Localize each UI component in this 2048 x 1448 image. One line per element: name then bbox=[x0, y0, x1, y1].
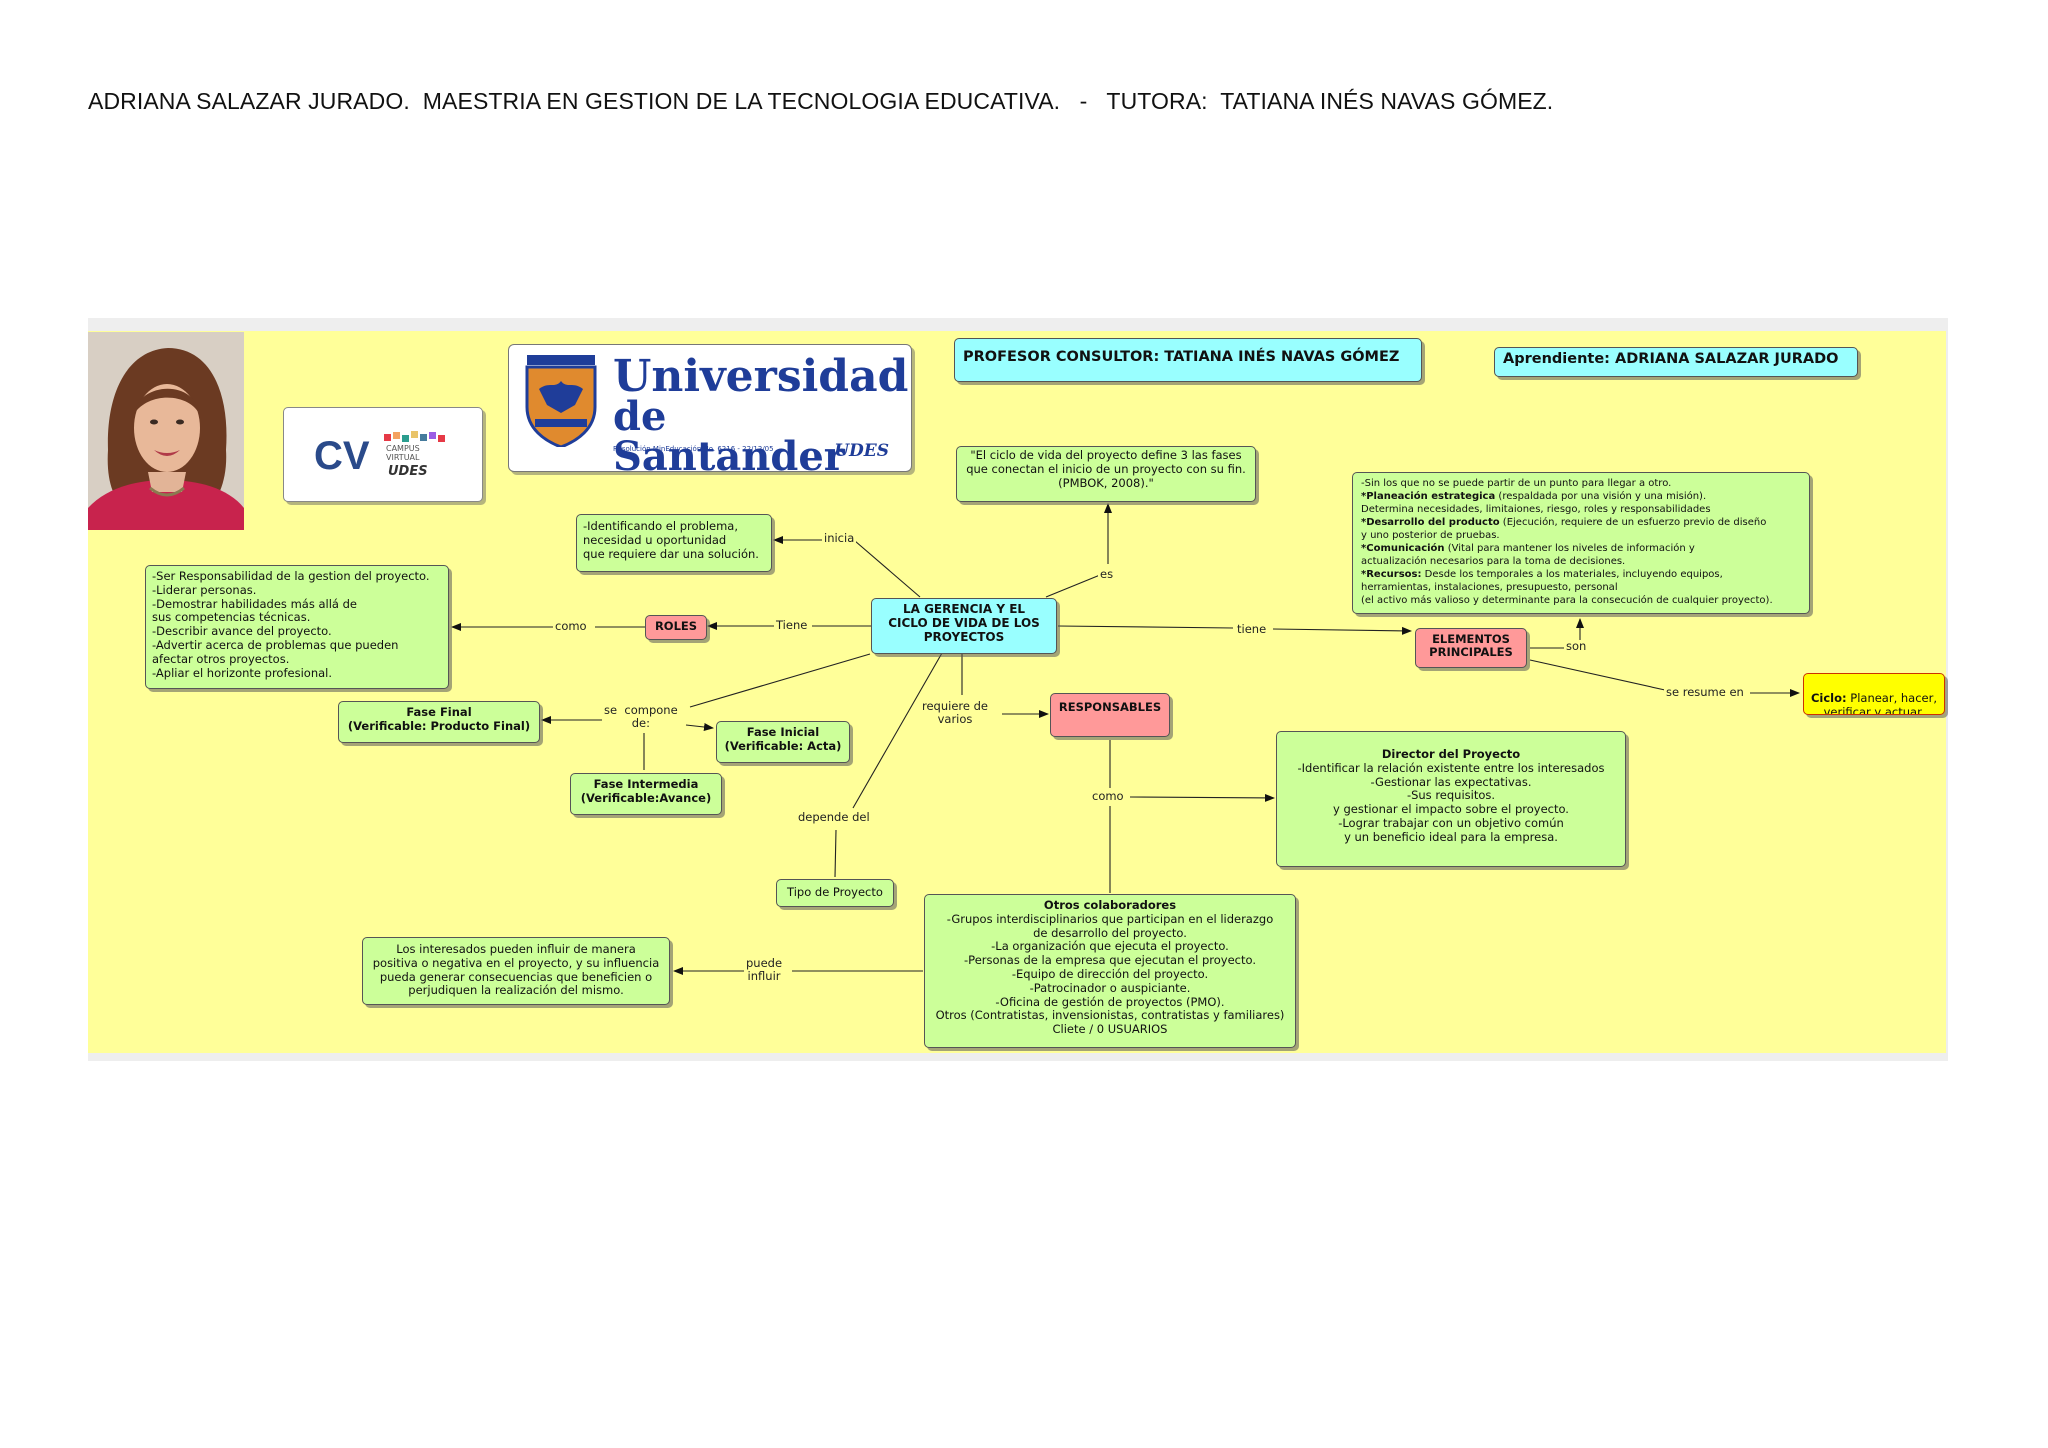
university-name-line1: Universidad bbox=[613, 351, 909, 402]
elementos-intro: -Sin los que no se puede partir de un pu… bbox=[1361, 478, 1672, 489]
edge-central-inicia bbox=[854, 540, 921, 598]
director-title: Director del Proyecto bbox=[1381, 747, 1521, 761]
edge-compone-inicial bbox=[685, 723, 714, 731]
edge-central-depende bbox=[852, 652, 943, 809]
roles-node: ROLES bbox=[645, 615, 707, 640]
cv-logo-udes: UDES bbox=[388, 464, 428, 479]
elementos-line-8: herramientas, instalaciones, presupuesto… bbox=[1361, 582, 1618, 593]
edge-depende-tipo bbox=[834, 829, 837, 878]
edge-como-director bbox=[1129, 793, 1275, 802]
director-proyecto-node: Director del Proyecto -Identificar la re… bbox=[1276, 731, 1626, 867]
universidad-santander-logo: Universidad de Santander Resolución MinE… bbox=[508, 344, 912, 477]
otros-colaboradores-node: Otros colaboradores -Grupos interdiscipl… bbox=[924, 894, 1296, 1048]
page-header: ADRIANA SALAZAR JURADO. MAESTRIA EN GEST… bbox=[88, 88, 1554, 114]
identificando-node: -Identificando el problema, necesidad u … bbox=[576, 514, 772, 572]
university-shield-icon bbox=[525, 355, 597, 447]
otros-title: Otros colaboradores bbox=[1043, 898, 1177, 912]
link-label-se-compone: se compone de: bbox=[602, 703, 680, 730]
edge-central-compone bbox=[689, 653, 871, 708]
link-label-inicia: inicia bbox=[822, 531, 857, 545]
pmbok-quote-node: "El ciclo de vida del proyecto define 3 … bbox=[956, 446, 1256, 502]
profesor-consultor-box: PROFESOR CONSULTOR: TATIANA INÉS NAVAS G… bbox=[954, 338, 1422, 382]
fase-final-node: Fase Final (Verificable: Producto Final) bbox=[338, 701, 540, 743]
elementos-line-2: Determina necesidades, limitaiones, ries… bbox=[1361, 504, 1711, 515]
elementos-line-1: *Planeación estrategica (respaldada por … bbox=[1361, 491, 1707, 502]
cv-logo-letters: CV bbox=[314, 434, 370, 478]
campus-virtual-logo: CV CAMPUS VIRTUAL UDES bbox=[283, 407, 483, 502]
elementos-line-6: actualización necesarios para la toma de… bbox=[1361, 556, 1626, 567]
elementos-line-9: (el activo más valioso y determinante pa… bbox=[1361, 595, 1773, 606]
link-label-requiere: requiere de varios bbox=[920, 699, 990, 726]
link-label-como-roles: como bbox=[553, 619, 589, 633]
elementos-line-7: *Recursos: Desde los temporales a los ma… bbox=[1361, 569, 1723, 580]
ciclo-node: Ciclo: Planear, hacer, verificar y actua… bbox=[1803, 673, 1945, 715]
roles-description-node: -Ser Responsabilidad de la gestion del p… bbox=[145, 565, 449, 689]
ciclo-term: Ciclo: bbox=[1810, 690, 1847, 705]
elementos-line-5: *Comunicación (Vital para mantener los n… bbox=[1361, 543, 1695, 554]
edge-tiene-elementos bbox=[1272, 626, 1412, 635]
otros-body: -Grupos interdisciplinarios que particip… bbox=[935, 911, 1285, 1037]
tipo-proyecto-node: Tipo de Proyecto bbox=[776, 879, 894, 907]
link-label-puede-influir: puede influir bbox=[744, 956, 785, 983]
link-label-depende: depende del bbox=[796, 810, 872, 824]
university-short-name: UDES bbox=[834, 441, 889, 461]
author-photo bbox=[88, 332, 244, 530]
cv-logo-pixels bbox=[384, 431, 445, 442]
responsables-node: RESPONSABLES bbox=[1050, 693, 1170, 737]
link-label-se-resume: se resume en bbox=[1664, 685, 1746, 699]
link-label-tiene-left: Tiene bbox=[774, 618, 810, 632]
elementos-principales-node: ELEMENTOS PRINCIPALES bbox=[1415, 628, 1527, 668]
link-label-tiene-right: tiene bbox=[1235, 622, 1269, 636]
link-label-como-responsables: como bbox=[1090, 789, 1126, 803]
aprendiente-box: Aprendiente: ADRIANA SALAZAR JURADO bbox=[1494, 347, 1858, 377]
link-label-son: son bbox=[1564, 639, 1589, 653]
cv-logo-campus: CAMPUS VIRTUAL bbox=[386, 444, 420, 462]
link-label-es: es bbox=[1098, 567, 1116, 581]
elementos-description-node: -Sin los que no se puede partir de un pu… bbox=[1352, 472, 1810, 614]
fase-intermedia-node: Fase Intermedia (Verificable:Avance) bbox=[570, 773, 722, 815]
interesados-node: Los interesados pueden influir de manera… bbox=[362, 937, 670, 1005]
university-name-line2: de Santander bbox=[613, 393, 845, 480]
edge-central-tiene-right bbox=[1057, 625, 1234, 629]
edge-elementos-resume bbox=[1529, 659, 1666, 691]
director-body: -Identificar la relación existente entre… bbox=[1297, 760, 1605, 844]
central-concept-node: LA GERENCIA Y EL CICLO DE VIDA DE LOS PR… bbox=[871, 598, 1057, 654]
elementos-line-3: *Desarrollo del producto (Ejecución, req… bbox=[1361, 517, 1767, 528]
ciclo-desc: Planear, hacer, verificar y actuar. bbox=[1823, 690, 1938, 715]
elementos-line-4: y uno posterior de pruebas. bbox=[1361, 530, 1500, 541]
fase-inicial-node: Fase Inicial (Verificable: Acta) bbox=[716, 721, 850, 763]
university-resolution: Resolución MinEducación No. 6216 - 22/12… bbox=[613, 445, 774, 453]
edge-central-es bbox=[1045, 574, 1101, 598]
